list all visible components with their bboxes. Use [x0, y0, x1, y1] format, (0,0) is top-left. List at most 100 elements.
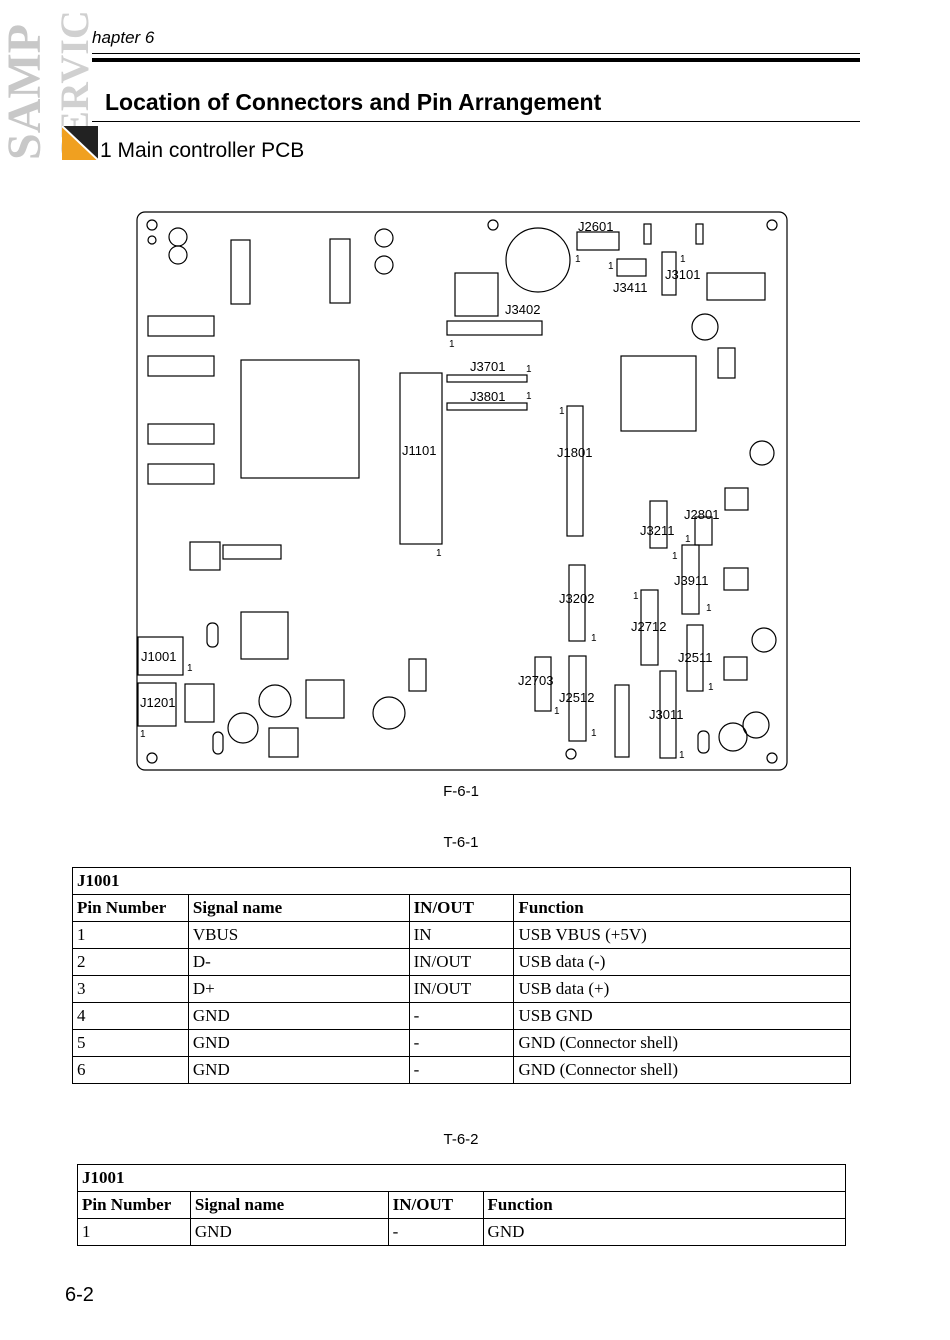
- table2-header-row: Pin Number Signal name IN/OUT Function: [77, 1191, 847, 1219]
- column-header: Function: [482, 1191, 847, 1219]
- table-row: 6 GND - GND (Connector shell): [72, 1056, 851, 1084]
- sample-watermark: SAMP SERVIC: [0, 0, 95, 170]
- table-cell: GND: [482, 1218, 847, 1246]
- table1-caption: T-6-1: [443, 834, 479, 851]
- table-cell: -: [408, 1002, 515, 1030]
- column-header: Pin Number: [77, 1191, 191, 1219]
- table-cell: 1: [72, 921, 189, 949]
- table-cell: USB data (+): [513, 975, 851, 1003]
- pin1-marker: 1: [708, 682, 714, 693]
- header-rule-thin: [92, 53, 860, 54]
- table-cell: GND: [187, 1002, 410, 1030]
- section-badge-icon: [61, 125, 99, 161]
- table-cell: USB GND: [513, 1002, 851, 1030]
- table-row: 3 D+ IN/OUT USB data (+): [72, 975, 851, 1003]
- pin1-marker: 1: [680, 254, 686, 265]
- table-cell: GND: [187, 1056, 410, 1084]
- table-cell: D+: [187, 975, 410, 1003]
- chapter-header: hapter 6: [92, 28, 155, 47]
- table-cell: GND: [187, 1029, 410, 1057]
- connector-label-j3911: J3911: [674, 573, 708, 588]
- table-cell: 2: [72, 948, 189, 976]
- figure-caption: F-6-1: [443, 783, 479, 800]
- table-cell: GND (Connector shell): [513, 1056, 851, 1084]
- pin1-marker: 1: [554, 706, 560, 717]
- pin-table-1: J1001 Pin Number Signal name IN/OUT Func…: [72, 867, 851, 1084]
- section-title: Location of Connectors and Pin Arrangeme…: [105, 89, 602, 115]
- connector-label-j2801: J2801: [684, 507, 719, 522]
- table1-connector: J1001: [72, 867, 851, 895]
- connector-label-j3801: J3801: [470, 389, 505, 404]
- table-cell: IN: [408, 921, 515, 949]
- table-cell: GND (Connector shell): [513, 1029, 851, 1057]
- watermark-line1: SAMP: [0, 24, 51, 160]
- pin-table-2: J1001 Pin Number Signal name IN/OUT Func…: [77, 1164, 847, 1246]
- table-cell: 5: [72, 1029, 189, 1057]
- connector-label-j1201: J1201: [140, 695, 175, 710]
- table-row: 1 GND - GND: [77, 1218, 847, 1246]
- table-cell: -: [387, 1218, 484, 1246]
- table-row: 5 GND - GND (Connector shell): [72, 1029, 851, 1057]
- table-row: 1 VBUS IN USB VBUS (+5V): [72, 921, 851, 949]
- column-header: Pin Number: [72, 894, 189, 922]
- connector-label-j3101: J3101: [665, 267, 700, 282]
- pin1-marker: 1: [436, 548, 442, 559]
- connector-label-j3202: J3202: [559, 591, 594, 606]
- table-row: 4 GND - USB GND: [72, 1002, 851, 1030]
- connector-label-j2512: J2512: [559, 690, 594, 705]
- connector-label-j1001: J1001: [141, 649, 176, 664]
- pin1-marker: 1: [591, 728, 597, 739]
- pin1-marker: 1: [575, 254, 581, 265]
- connector-label-j2601: J2601: [578, 219, 613, 234]
- pin1-marker: 1: [526, 364, 532, 375]
- table2-connector: J1001: [77, 1164, 846, 1192]
- pin1-marker: 1: [140, 729, 146, 740]
- title-rule: [92, 121, 860, 122]
- table-cell: 6: [72, 1056, 189, 1084]
- pin1-marker: 1: [633, 591, 639, 602]
- column-header: Function: [513, 894, 851, 922]
- table-cell: 4: [72, 1002, 189, 1030]
- pin1-marker: 1: [449, 339, 455, 350]
- connector-label-j2703: J2703: [518, 673, 553, 688]
- column-header: Signal name: [187, 894, 410, 922]
- connector-label-j2511: J2511: [678, 650, 712, 665]
- section-subtitle: 1 Main controller PCB: [100, 139, 305, 162]
- connector-label-j1801: J1801: [557, 445, 592, 460]
- connector-label-j1101: J1101: [402, 443, 436, 458]
- column-header: Signal name: [189, 1191, 389, 1219]
- table-cell: D-: [187, 948, 410, 976]
- table-cell: USB VBUS (+5V): [513, 921, 851, 949]
- connector-label-j3411: J3411: [613, 280, 647, 295]
- table2-caption: T-6-2: [443, 1131, 479, 1148]
- connector-label-j2712: J2712: [631, 619, 666, 634]
- table-cell: VBUS: [187, 921, 410, 949]
- column-header: IN/OUT: [387, 1191, 484, 1219]
- pin1-marker: 1: [526, 391, 532, 402]
- table-row: 2 D- IN/OUT USB data (-): [72, 948, 851, 976]
- pin1-marker: 1: [591, 633, 597, 644]
- table-cell: GND: [189, 1218, 389, 1246]
- pin1-marker: 1: [679, 750, 685, 761]
- connector-label-j3701: J3701: [470, 359, 505, 374]
- table-cell: IN/OUT: [408, 948, 515, 976]
- pin1-marker: 1: [608, 261, 614, 272]
- pin1-marker: 1: [559, 406, 565, 417]
- table1-header-row: Pin Number Signal name IN/OUT Function: [72, 894, 851, 922]
- table-cell: -: [408, 1056, 515, 1084]
- connector-label-j3211: J3211: [640, 523, 674, 538]
- connector-label-j3011: J3011: [649, 707, 683, 722]
- table-cell: USB data (-): [513, 948, 851, 976]
- column-header: IN/OUT: [408, 894, 515, 922]
- page-number: 6-2: [65, 1284, 94, 1306]
- pin1-marker: 1: [187, 663, 193, 674]
- pcb-diagram: J2601 J3411 J3101 J3402 J3701 J3801 J110…: [128, 205, 793, 780]
- pin1-marker: 1: [672, 551, 678, 562]
- table-cell: 3: [72, 975, 189, 1003]
- table-cell: IN/OUT: [408, 975, 515, 1003]
- connector-label-j3402: J3402: [505, 302, 540, 317]
- header-rule-thick: [92, 58, 860, 62]
- table-cell: 1: [77, 1218, 191, 1246]
- table-cell: -: [408, 1029, 515, 1057]
- pin1-marker: 1: [685, 534, 691, 545]
